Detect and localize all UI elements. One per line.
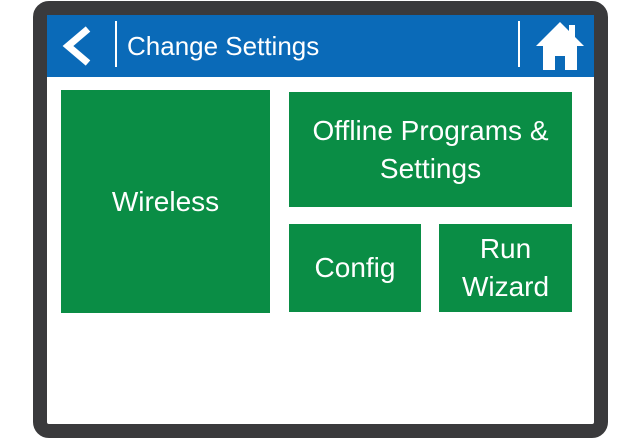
back-button[interactable] <box>47 15 113 77</box>
wireless-button[interactable]: Wireless <box>61 90 270 313</box>
home-button[interactable] <box>525 15 594 77</box>
config-button[interactable]: Config <box>289 224 421 312</box>
home-icon <box>536 22 584 70</box>
header-divider-left <box>115 21 117 67</box>
config-label: Config <box>314 252 396 283</box>
chevron-left-icon <box>62 26 91 66</box>
screen: Change Settings Wireless Offline Program… <box>47 15 594 424</box>
device-frame: Change Settings Wireless Offline Program… <box>33 1 608 438</box>
run-wizard-button[interactable]: Run Wizard <box>439 224 572 312</box>
offline-programs-settings-label: Offline Programs & Settings <box>312 114 549 184</box>
wireless-label: Wireless <box>111 185 220 217</box>
header-divider-right <box>518 21 520 67</box>
offline-programs-settings-button[interactable]: Offline Programs & Settings <box>289 92 572 207</box>
header-bar: Change Settings <box>47 15 594 77</box>
page-title: Change Settings <box>127 31 320 61</box>
run-wizard-label: Run Wizard <box>461 233 550 302</box>
